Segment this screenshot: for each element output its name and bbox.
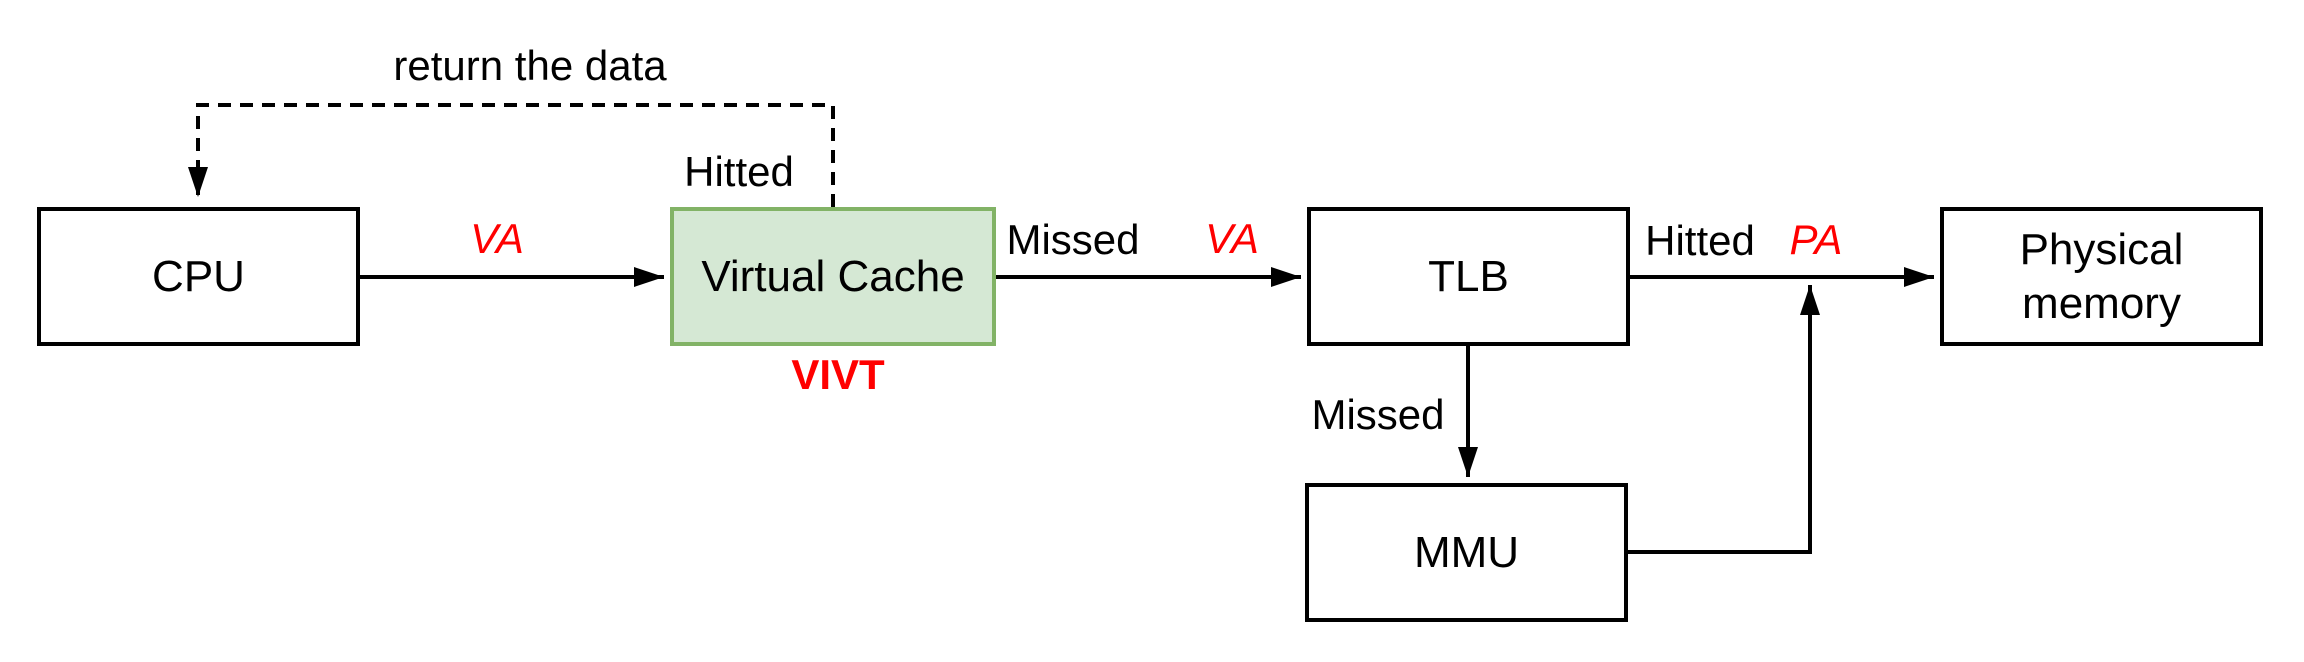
missed-label-tlb-to-mmu: Missed (1311, 391, 1445, 438)
node-virtual-cache: Virtual Cache (670, 207, 996, 346)
node-tlb-label: TLB (1428, 251, 1509, 301)
node-tlb: TLB (1307, 207, 1630, 346)
hitted-label-cache-return: Hitted (684, 148, 794, 195)
node-physical-memory: Physical memory (1940, 207, 2263, 346)
return-data-label: return the data (393, 42, 667, 89)
node-virtual-cache-label: Virtual Cache (701, 251, 965, 301)
node-mmu-label: MMU (1413, 527, 1520, 577)
node-cpu-label: CPU (152, 251, 245, 301)
pa-label-tlb-to-memory: PA (1789, 216, 1843, 263)
hitted-label-tlb-to-memory: Hitted (1645, 217, 1755, 264)
vivt-caption: VIVT (791, 351, 885, 398)
va-label-cpu-to-cache: VA (470, 215, 524, 262)
va-label-cache-to-tlb: VA (1205, 215, 1259, 262)
node-physical-memory-label: Physical memory (2019, 224, 2184, 328)
arrow-mmu-to-memory-join (1628, 285, 1820, 554)
dashed-arrow-return-data-to-cpu (188, 103, 835, 207)
node-cpu: CPU (37, 207, 360, 346)
node-mmu: MMU (1305, 483, 1628, 622)
missed-label-cache-to-tlb: Missed (1006, 216, 1140, 263)
